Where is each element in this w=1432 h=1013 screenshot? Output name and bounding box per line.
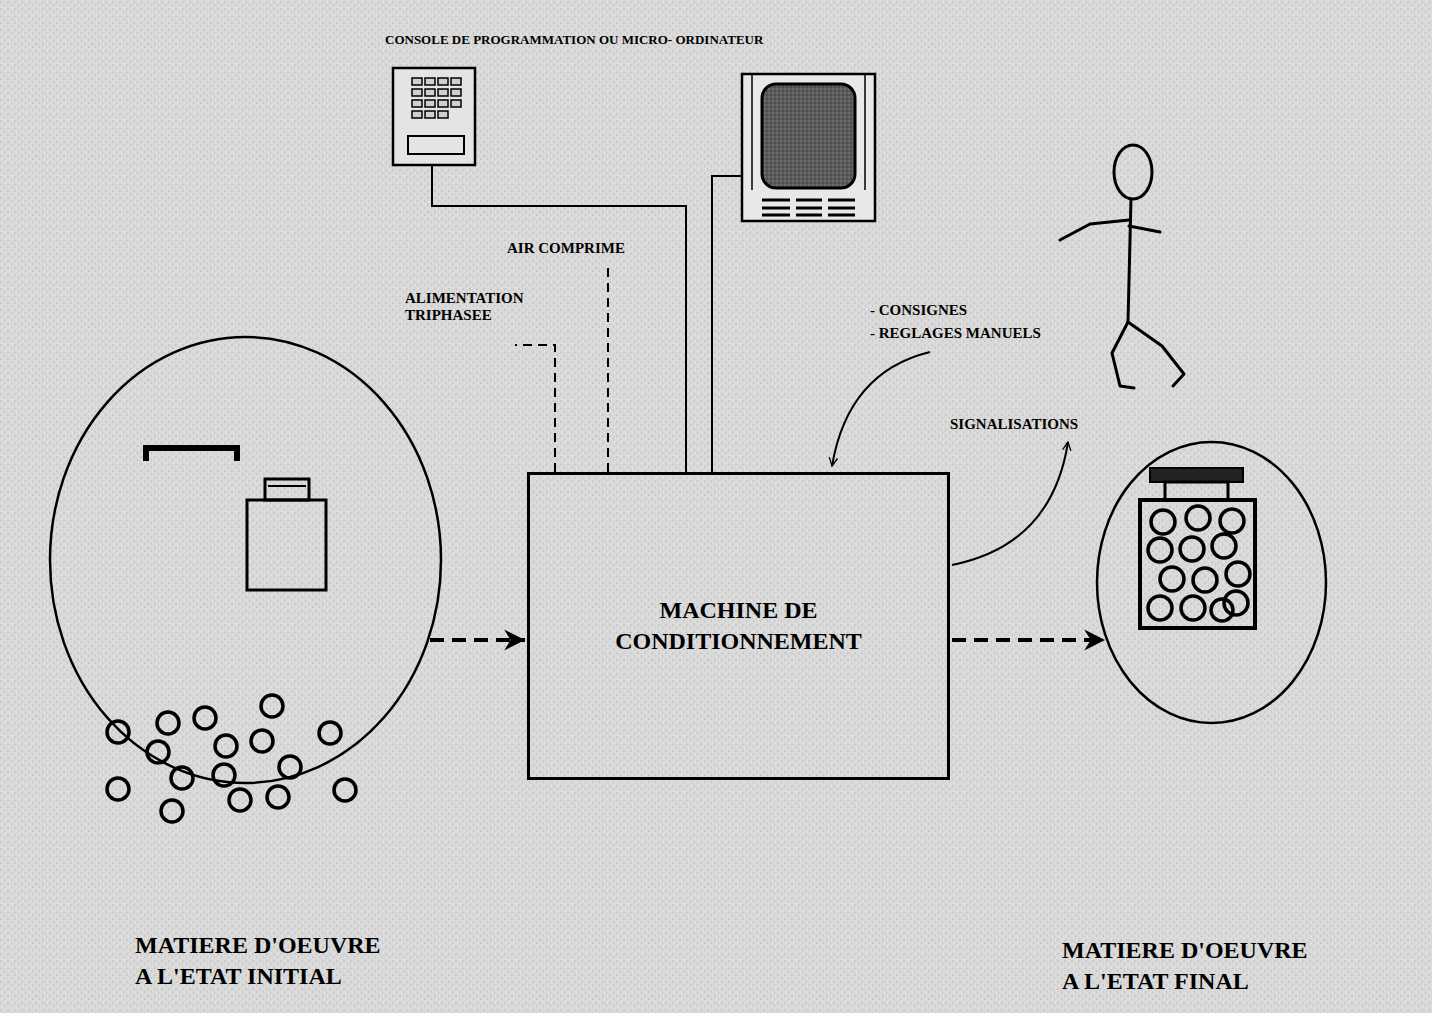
computer-icon <box>742 74 875 221</box>
device-label: CONSOLE DE PROGRAMMATION OU MICRO- ORDIN… <box>385 33 763 48</box>
state-caption: MATIERE D'OEUVRE A L'ETAT INITIAL <box>135 930 397 992</box>
state-caption: MATIERE D'OEUVRE A L'ETAT FINAL <box>1062 935 1324 997</box>
signal-label: SIGNALISATIONS <box>950 416 1078 433</box>
flow-arrow <box>430 638 525 642</box>
operator-figure <box>1060 145 1184 388</box>
air-line <box>607 266 609 472</box>
supply-label: ALIMENTATION TRIPHASEE <box>405 290 555 325</box>
signal-arrow <box>952 442 1068 565</box>
ellipse-outline <box>50 337 441 783</box>
power-line <box>515 345 555 472</box>
signal-label: - CONSIGNES <box>870 302 967 319</box>
ellipse-outline <box>1095 440 1328 725</box>
material-ellipse: MATIERE D'OEUVRE A L'ETAT FINAL <box>1095 440 1328 725</box>
flow-arrow <box>952 638 1105 642</box>
signal-label: - REGLAGES MANUELS <box>870 325 1041 342</box>
machine-title: MACHINE DE CONDITIONNEMENT <box>594 595 884 657</box>
ellipse-outline <box>48 335 443 785</box>
filled-jar <box>1140 468 1255 628</box>
ellipse-outline <box>1097 442 1326 723</box>
instruction-arrow <box>832 352 930 466</box>
machine-box: MACHINE DE CONDITIONNEMENT <box>527 472 950 780</box>
console-icon <box>393 68 475 165</box>
computer-wire <box>712 176 742 472</box>
material-ellipse: MATIERE D'OEUVRE A L'ETAT INITIAL <box>48 335 443 785</box>
supply-label: AIR COMPRIME <box>507 240 625 257</box>
